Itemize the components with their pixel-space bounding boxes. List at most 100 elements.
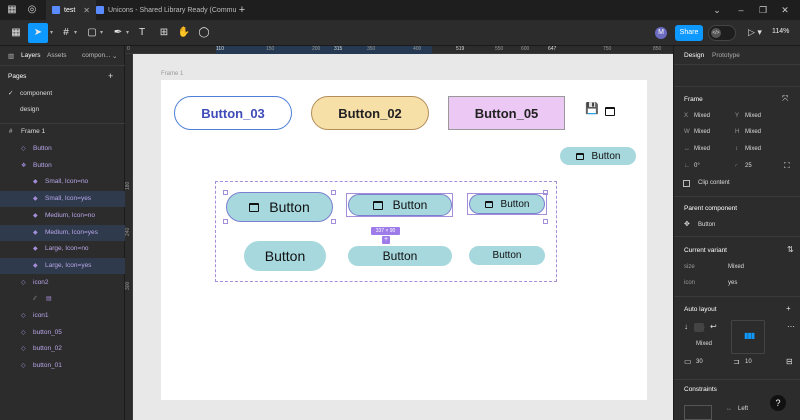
frame-name-label[interactable]: Frame 1: [161, 71, 184, 77]
clip-content-checkbox[interactable]: [683, 180, 690, 187]
add-page-icon[interactable]: +: [108, 71, 114, 81]
tab-layers[interactable]: Layers: [21, 52, 41, 59]
minimize-icon[interactable]: –: [738, 5, 744, 15]
layer-row[interactable]: ◇icon1: [0, 308, 125, 324]
size-prop-dropdown[interactable]: Mixed: [728, 264, 745, 270]
wrap-icon[interactable]: ↩: [710, 322, 717, 331]
layer-row[interactable]: ◇icon2: [0, 275, 125, 291]
corner-radius-field[interactable]: 25: [745, 163, 752, 169]
button-03[interactable]: Button_03: [174, 96, 292, 130]
button-medium-icon-yes[interactable]: Button: [348, 194, 452, 216]
text-tool-icon[interactable]: T: [138, 27, 146, 38]
resize-handle[interactable]: [543, 190, 548, 195]
vertical-resizing-dropdown[interactable]: Mixed: [745, 146, 762, 152]
layer-row[interactable]: ◆Large, Icon=no: [0, 241, 125, 257]
rectangle-tool-icon[interactable]: ▢: [87, 27, 97, 38]
resources-icon[interactable]: ⊞: [159, 27, 169, 38]
layer-row[interactable]: ◇Button: [0, 141, 125, 157]
frame-tool-icon[interactable]: #: [63, 27, 69, 38]
share-button[interactable]: Share: [675, 25, 703, 41]
layer-row[interactable]: ◆Small, Icon=yes: [0, 191, 125, 208]
move-tool-icon[interactable]: ➤: [28, 23, 48, 43]
button-medium-icon-no[interactable]: Button: [348, 246, 452, 266]
resize-handle[interactable]: [331, 190, 336, 195]
button-large-icon-yes[interactable]: Button: [226, 192, 333, 222]
independent-corners-icon[interactable]: ⛶: [784, 161, 790, 170]
resize-to-fit-icon[interactable]: ⤧: [782, 94, 789, 103]
spacing-field[interactable]: 10: [745, 359, 752, 365]
save-icon[interactable]: 💾: [585, 103, 599, 115]
component-set-selection[interactable]: [215, 181, 557, 282]
chevron-down-icon[interactable]: ⌄: [713, 5, 721, 15]
width-field[interactable]: Mixed: [694, 129, 711, 135]
restore-icon[interactable]: ❐: [758, 5, 768, 15]
more-options-icon[interactable]: ⋯: [787, 322, 795, 331]
button-05[interactable]: Button_05: [448, 96, 565, 130]
globe-icon[interactable]: ◎: [27, 4, 37, 15]
resize-handle[interactable]: [331, 219, 336, 224]
resize-handle[interactable]: [223, 190, 228, 195]
comment-tool-icon[interactable]: ◯: [198, 27, 210, 38]
button-small-icon-yes[interactable]: Button: [469, 194, 545, 214]
tab-design[interactable]: Design: [684, 52, 705, 59]
layer-frame-1[interactable]: # Frame 1: [0, 124, 125, 140]
alignment-picker[interactable]: [731, 320, 765, 354]
sidebar-toggle-icon[interactable]: ▥: [8, 53, 15, 60]
layer-row-icon2-children[interactable]: ∕∕▤: [0, 291, 125, 307]
parent-component-link[interactable]: Button: [698, 222, 716, 228]
chevron-down-icon[interactable]: ▾: [50, 30, 54, 36]
vertical-direction-icon[interactable]: ↓: [684, 322, 688, 331]
constraint-widget[interactable]: [684, 405, 712, 420]
page-selector[interactable]: compon...: [82, 52, 111, 59]
close-icon[interactable]: ✕: [83, 5, 90, 15]
tab-test[interactable]: test ✕: [46, 0, 96, 20]
dev-mode-toggle[interactable]: </>: [708, 25, 736, 41]
page-design[interactable]: design: [0, 102, 125, 118]
icon-prop-dropdown[interactable]: yes: [728, 280, 738, 286]
chevron-down-icon[interactable]: ▾: [74, 30, 78, 36]
page-component[interactable]: ✓ component: [0, 86, 125, 102]
present-icon[interactable]: ▷ ▾: [748, 27, 762, 37]
padding-field[interactable]: 30: [696, 359, 703, 365]
frame-1[interactable]: [161, 80, 647, 400]
window-close-icon[interactable]: ✕: [781, 5, 789, 15]
layer-row[interactable]: ◇button_02: [0, 341, 125, 357]
hand-tool-icon[interactable]: ✋: [177, 27, 191, 38]
zoom-dropdown[interactable]: 114%: [772, 28, 790, 35]
layer-row[interactable]: ◆Large, Icon=yes: [0, 257, 125, 274]
button-instance[interactable]: Button: [560, 147, 636, 165]
resize-handle[interactable]: [543, 219, 548, 224]
chevron-down-icon[interactable]: ▾: [100, 30, 104, 36]
chevron-down-icon[interactable]: ▾: [126, 30, 130, 36]
rotation-field[interactable]: 0°: [694, 163, 700, 169]
avatar[interactable]: M: [655, 27, 667, 39]
variant-settings-icon[interactable]: ⇅: [787, 245, 794, 254]
layer-row[interactable]: ◇button_05: [0, 325, 125, 341]
button-02[interactable]: Button_02: [311, 96, 429, 130]
auto-layout-mixed-value[interactable]: Mixed: [696, 341, 713, 347]
button-large-icon-no[interactable]: Button: [244, 241, 326, 271]
resize-handle[interactable]: [223, 219, 228, 224]
horizontal-constraint-dropdown[interactable]: Left: [738, 406, 749, 412]
height-field[interactable]: Mixed: [745, 129, 762, 135]
layer-row[interactable]: ◆Medium, Icon=yes: [0, 224, 125, 241]
layer-row[interactable]: ◇button_01: [0, 358, 125, 374]
y-field[interactable]: Mixed: [745, 113, 762, 119]
main-menu-icon[interactable]: ▦: [11, 27, 21, 38]
tab-assets[interactable]: Assets: [47, 52, 67, 59]
layer-row[interactable]: ◆Small, Icon=no: [0, 174, 125, 190]
calendar-icon[interactable]: [605, 103, 617, 116]
layer-row[interactable]: ❖Button: [0, 158, 125, 174]
new-tab-icon[interactable]: +: [238, 4, 246, 16]
frame-section-title[interactable]: Frame: [684, 96, 703, 103]
figma-menu-icon[interactable]: ▦: [7, 4, 17, 15]
pen-tool-icon[interactable]: ✒: [113, 27, 123, 38]
layer-row[interactable]: ◆Medium, Icon=no: [0, 208, 125, 224]
x-field[interactable]: Mixed: [694, 113, 711, 119]
button-small-icon-no[interactable]: Button: [469, 246, 545, 265]
add-auto-layout-icon[interactable]: +: [786, 304, 791, 313]
tab-unicons[interactable]: Unicons - Shared Library Ready (Commu: [90, 0, 242, 20]
chevron-down-icon[interactable]: ⌄: [112, 53, 118, 60]
clip-content-label[interactable]: Clip content: [698, 180, 730, 186]
tab-prototype[interactable]: Prototype: [712, 52, 740, 59]
